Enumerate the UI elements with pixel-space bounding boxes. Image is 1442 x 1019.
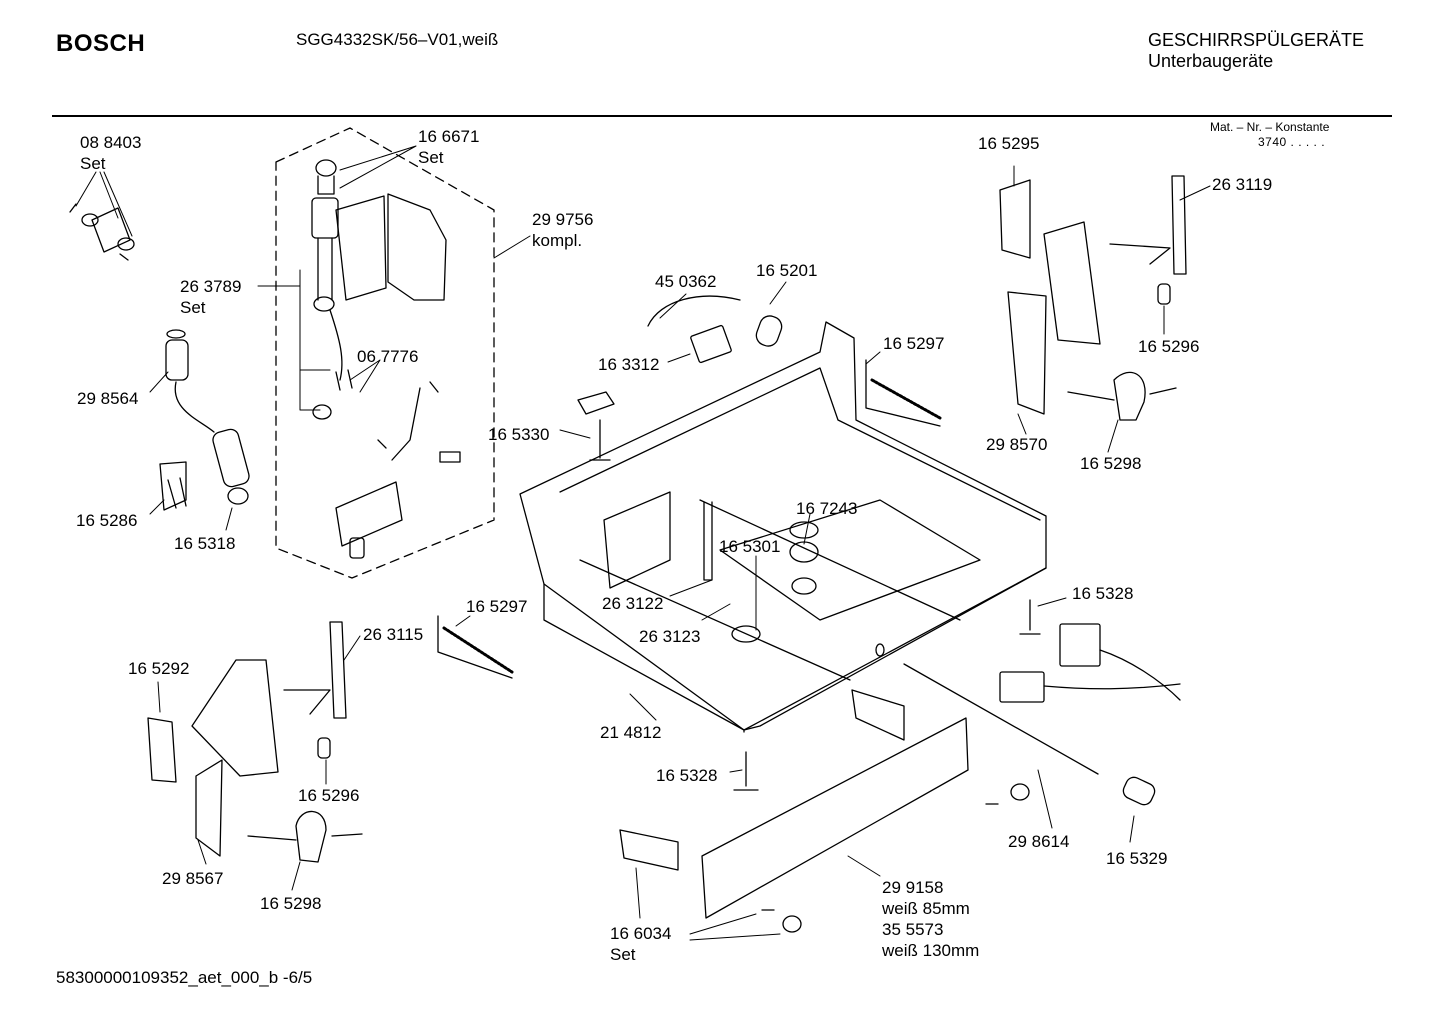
part-label-298614: 29 8614	[1008, 832, 1070, 851]
part-label-298570: 29 8570	[986, 435, 1048, 454]
clamp-part-165286	[160, 462, 186, 510]
part-label-263123: 26 3123	[639, 627, 701, 646]
part-label-263122: 26 3122	[602, 594, 664, 613]
part-label-165330: 16 5330	[488, 425, 550, 444]
brand-logo: BOSCH	[56, 30, 146, 57]
kick-panel-part	[620, 690, 968, 918]
part-label-263115: 26 3115	[363, 625, 424, 644]
valve-assembly-part	[312, 160, 460, 558]
model-number: SGG4332SK/56–V01,weiß	[296, 30, 499, 49]
hose-bellows-part	[166, 330, 251, 504]
part-label-214812: 21 4812	[600, 723, 662, 742]
screw-part-165328-bottom	[734, 752, 758, 790]
category-line-1: GESCHIRRSPÜLGERÄTE	[1148, 30, 1365, 50]
part-label-165292: 16 5292	[128, 659, 190, 678]
part-label-165318: 16 5318	[174, 534, 236, 553]
rod-part	[904, 664, 1098, 774]
document-id: 58300000109352_aet_000_b -6/5	[56, 968, 313, 987]
header-divider	[52, 115, 1392, 117]
assembly-frame-dashed	[276, 128, 494, 578]
part-label-165329: 16 5329	[1106, 849, 1168, 868]
foot-part-165329	[1121, 775, 1157, 808]
switch-part-165330	[578, 392, 614, 460]
part-label-163312: 16 3312	[598, 355, 660, 374]
part-label-165286: 16 5286	[76, 511, 138, 530]
screw-part-165328-right	[1020, 600, 1040, 634]
part-label-067776: 06 7776	[357, 347, 419, 366]
part-label-298567: 29 8567	[162, 869, 224, 888]
category-title: GESCHIRRSPÜLGERÄTE Unterbaugeräte	[1148, 30, 1364, 72]
part-label-167243: 16 7243	[796, 499, 858, 518]
base-tub-part	[520, 322, 1046, 732]
part-label-165301: 16 5301	[719, 537, 781, 556]
hose-set-part	[70, 204, 134, 260]
mat-nr-value: 3740 . . . . .	[1258, 135, 1326, 149]
wiring-harness-part	[1000, 624, 1180, 702]
part-label-165297-top: 16 5297	[883, 334, 945, 353]
category-line-2: Unterbaugeräte	[1148, 51, 1274, 71]
part-label-165201: 16 5201	[756, 261, 818, 280]
part-label-165297-left: 16 5297	[466, 597, 528, 616]
mat-nr-block: Mat. – Nr. – Konstante 3740 . . . . .	[1210, 120, 1329, 150]
part-label-165328-right: 16 5328	[1072, 584, 1134, 603]
part-label-165298-right: 16 5298	[1080, 454, 1142, 473]
part-label-298564: 29 8564	[77, 389, 139, 408]
part-label-165296-right: 16 5296	[1138, 337, 1200, 356]
spring-hinge-part-top	[866, 360, 940, 426]
part-label-263119: 26 3119	[1212, 175, 1273, 194]
cable-connector-part	[648, 296, 784, 363]
part-label-165328-bottom: 16 5328	[656, 766, 718, 785]
bracket-part-right	[1000, 176, 1186, 420]
leader-lines	[76, 146, 1210, 940]
mat-nr-label: Mat. – Nr. – Konstante	[1210, 120, 1330, 134]
part-label-165295: 16 5295	[978, 134, 1040, 153]
part-label-165298-left: 16 5298	[260, 894, 322, 913]
spring-hinge-part-left	[438, 616, 512, 678]
part-label-165296-left: 16 5296	[298, 786, 360, 805]
bracket-part-left	[148, 622, 362, 862]
knob-part	[762, 784, 1029, 932]
part-label-450362: 45 0362	[655, 272, 717, 291]
